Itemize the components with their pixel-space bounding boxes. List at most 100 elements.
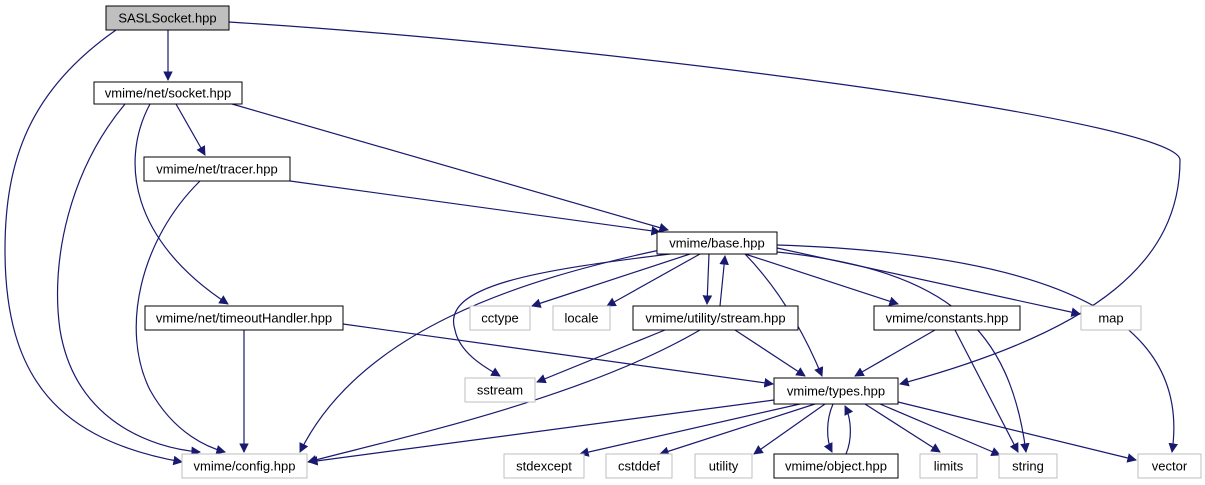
edge-stream-to-base [719,255,729,307]
edge-line [308,399,775,466]
node-label: limits [934,459,964,474]
node-box [105,5,230,31]
node-label: vmime/net/socket.hpp [105,86,231,101]
node-label: vector [1152,459,1188,474]
edge-socket-to-tracer [175,103,206,156]
node-box [144,305,344,331]
node-cctype: cctype [469,305,531,331]
edge-socket-to-base [231,103,669,233]
node-stream[interactable]: vmime/utility/stream.hpp [632,305,799,331]
node-map: map [1080,305,1142,331]
edge-object-to-types [844,405,854,455]
edges-layer [4,21,1181,466]
node-object[interactable]: vmime/object.hpp [773,453,899,479]
node-constants[interactable]: vmime/constants.hpp [873,305,1021,331]
node-limits: limits [919,453,978,479]
edge-line [134,103,229,305]
edge-line [56,103,201,457]
edge-line [579,403,801,457]
edge-line [702,253,713,305]
edge-line [175,103,206,156]
edge-types-to-object [823,403,834,453]
node-label: vmime/utility/stream.hpp [645,311,785,326]
edge-line [289,180,661,236]
node-label: map [1098,311,1123,326]
edge-line [531,253,691,308]
edge-line [864,403,941,453]
node-label: string [1012,459,1044,474]
node-socket[interactable]: vmime/net/socket.hpp [93,81,243,105]
node-box [919,453,978,479]
edge-stream-to-types [734,329,806,377]
edge-types-to-vector [897,401,1137,463]
edge-tracer-to-base [289,180,661,236]
node-box [605,453,673,479]
edge-line [776,251,1030,453]
node-timeout[interactable]: vmime/net/timeoutHandler.hpp [144,305,344,331]
node-label: vmime/config.hpp [194,459,296,474]
node-label: stdexcept [516,459,572,474]
node-sstream: sstream [464,377,536,403]
node-box [552,305,611,331]
node-vector: vector [1137,453,1202,479]
node-label: vmime/base.hpp [669,236,764,251]
edge-types-to-config [308,399,775,466]
edge-line [231,103,669,233]
edge-line [299,249,661,453]
node-label: utility [709,459,739,474]
edge-types-to-cstddef [659,403,816,456]
edge-base-to-locale [606,253,701,307]
edge-line [659,403,816,456]
node-cstddef: cstddef [605,453,673,479]
edge-line [734,329,806,377]
edge-line [844,405,854,455]
edge-line [823,403,834,453]
edge-line [606,253,701,307]
node-label: vmime/net/timeoutHandler.hpp [156,311,332,326]
node-base[interactable]: vmime/base.hpp [656,231,778,255]
node-box [694,453,753,479]
edge-types-to-utility [753,403,826,455]
node-config: vmime/config.hpp [181,453,308,479]
node-label: locale [565,311,599,326]
edge-types-to-string [879,403,1001,457]
edge-types-to-limits [864,403,941,453]
edge-base-to-string [776,251,1030,453]
edge-timeout-to-types [342,323,774,388]
edge-stream-to-sstream [536,329,666,384]
node-label: vmime/types.hpp [787,384,885,399]
node-box [143,156,291,182]
node-label: cstddef [618,459,660,474]
edge-line [753,403,826,455]
node-box [503,453,585,479]
edge-types-to-stdexcept [579,403,801,457]
node-box [873,305,1021,331]
node-box [469,305,531,331]
node-label: vmime/object.hpp [785,459,887,474]
edge-socket-to-config [56,103,201,457]
node-box [464,377,536,403]
node-label: vmime/constants.hpp [886,311,1009,326]
edge-constants-to-types [854,329,936,377]
node-box [181,453,308,479]
edge-line [879,403,1001,457]
edge-base-to-cctype [531,253,691,308]
edge-stream-to-config [307,329,701,465]
edge-base-to-config [299,249,661,453]
edge-constants-to-string [954,329,1019,453]
nodes-layer: SASLSocket.hpp vmime/net/socket.hpp vmime/… [93,5,1202,479]
node-box [1137,453,1202,479]
node-box [773,377,899,405]
node-types[interactable]: vmime/types.hpp [773,377,899,405]
node-tracer[interactable]: vmime/net/tracer.hpp [143,156,291,182]
node-box [93,81,243,105]
edge-socket-to-timeout [134,103,229,305]
edge-line [536,329,666,384]
node-box [1080,305,1142,331]
edge-tracer-to-config [135,180,226,455]
edge-line [719,255,729,307]
edge-base-to-constants [744,253,899,306]
node-box [773,453,899,479]
node-sasl[interactable]: SASLSocket.hpp [105,5,230,31]
